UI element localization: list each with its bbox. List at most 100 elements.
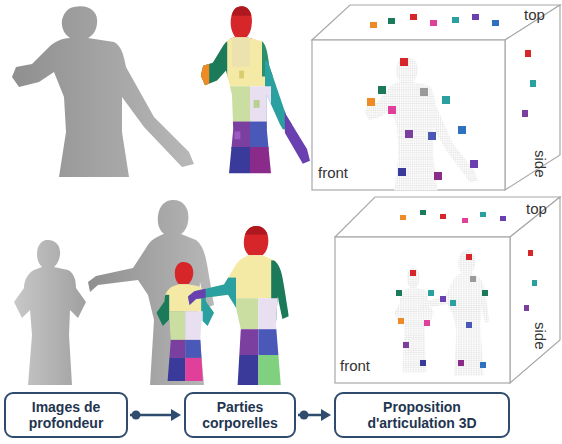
joint-markers-part xyxy=(466,254,472,260)
joint-markers-part xyxy=(440,296,446,302)
joint-box-3d-part xyxy=(394,268,434,372)
body-parts-figure xyxy=(188,224,292,389)
joint-markers-part xyxy=(398,318,404,324)
body-parts-figure-part-part xyxy=(226,147,250,176)
body-parts-figure-part-part xyxy=(188,278,236,312)
body-parts-figure-part-part xyxy=(188,224,292,255)
joint-markers-part xyxy=(466,322,472,328)
joint-markers-part xyxy=(378,86,386,94)
body-parts-figure-part-part xyxy=(229,86,250,125)
body-parts-figure-part-part xyxy=(250,122,274,149)
box-text-group: Proposition d'articulation 3D xyxy=(342,399,502,431)
view-label: top xyxy=(526,201,547,216)
joint-box-3d xyxy=(312,5,560,191)
body-parts-figure-part xyxy=(188,224,292,389)
joint-markers xyxy=(367,14,536,180)
joint-box-3d-part xyxy=(420,250,489,376)
view-label: side xyxy=(533,322,548,350)
body-parts-figure-part-part xyxy=(196,2,316,39)
body-parts-figure-part-part xyxy=(188,286,206,312)
joint-markers-part xyxy=(482,290,488,296)
process-box: Proposition d'articulation 3D xyxy=(334,392,510,438)
joint-markers-part xyxy=(420,88,428,96)
box-label: Images de profondeur xyxy=(12,399,120,431)
body-parts-figure-part-part xyxy=(185,358,204,383)
joint-markers-part xyxy=(367,98,375,106)
body-parts-figure-part-part xyxy=(201,295,220,328)
body-parts-figure-part-part xyxy=(239,71,244,79)
body-parts-figure-part xyxy=(196,2,321,178)
view-label: front xyxy=(318,165,348,180)
body-parts-figure-part-part xyxy=(150,295,169,328)
joint-markers-part xyxy=(528,250,533,256)
joint-box-3d-part xyxy=(505,5,560,190)
body-parts-figure-part-part xyxy=(236,298,258,329)
depth-figure-part xyxy=(12,6,194,177)
body-parts-figure-part-part xyxy=(150,260,222,284)
joint-box-3d-part-part xyxy=(420,250,489,376)
box-label: Parties corporelles xyxy=(192,399,288,431)
body-parts-figure-part-part xyxy=(196,61,209,100)
joint-markers-part xyxy=(470,160,478,168)
view-label: side xyxy=(533,150,548,178)
joint-markers-part xyxy=(428,132,436,140)
joint-markers-part xyxy=(420,360,426,366)
joint-markers-part xyxy=(452,17,459,23)
body-parts-figure-part-part xyxy=(185,340,204,358)
joint-markers-part xyxy=(428,290,434,296)
joint-markers-part xyxy=(403,342,409,348)
joint-markers-part xyxy=(522,110,528,117)
body-parts-figure-part-part xyxy=(250,86,271,125)
joint-box-3d-part-part xyxy=(394,268,434,372)
joint-markers-part xyxy=(472,14,479,20)
body-parts-figure xyxy=(150,260,222,382)
joint-markers-part xyxy=(450,300,456,306)
joint-markers-part xyxy=(405,130,413,138)
joint-markers-part xyxy=(400,58,408,66)
box-label: Proposition d'articulation 3D xyxy=(342,399,502,431)
joint-markers-part xyxy=(430,20,437,26)
body-parts-figure-part-part xyxy=(244,224,272,234)
box-text-group: Parties corporelles xyxy=(192,399,288,431)
joint-markers-part xyxy=(492,20,499,26)
body-parts-figure xyxy=(196,2,321,178)
joint-markers-part xyxy=(458,360,464,366)
body-parts-figure-part-part xyxy=(169,311,185,340)
body-parts-figure-part-part xyxy=(166,358,185,383)
joint-box-3d-part xyxy=(510,197,560,383)
joint-markers-part xyxy=(532,280,537,286)
joint-markers-part xyxy=(470,276,476,282)
body-parts-figure-part-part xyxy=(258,298,278,329)
joint-markers-part xyxy=(396,290,402,296)
body-parts-figure-part xyxy=(150,260,222,382)
body-parts-figure-part-part xyxy=(234,131,240,139)
flow-arrow xyxy=(130,409,181,421)
joint-markers-part xyxy=(400,215,406,220)
joint-box-3d xyxy=(335,197,560,383)
body-parts-figure-part-part xyxy=(226,122,250,149)
joint-markers-part xyxy=(524,305,529,311)
joint-box-3d-part-part xyxy=(365,57,478,190)
depth-figure xyxy=(14,240,86,385)
joint-markers-part xyxy=(462,218,468,223)
body-parts-figure-part-part xyxy=(185,311,203,340)
body-parts-figure-part-part xyxy=(250,147,274,176)
joint-markers-part xyxy=(480,212,486,217)
joint-markers-part xyxy=(480,362,486,368)
joint-markers-part xyxy=(525,50,531,57)
joint-markers-part xyxy=(370,22,377,28)
joint-markers-part xyxy=(398,168,406,176)
joint-markers-part xyxy=(440,214,446,219)
joint-markers-part xyxy=(424,320,430,326)
depth-figure xyxy=(12,6,194,177)
depth-figure xyxy=(88,200,214,385)
view-label: front xyxy=(340,358,370,373)
arrow-tail-dot xyxy=(132,411,141,420)
arrow-head xyxy=(171,409,181,421)
joint-box-3d-part xyxy=(365,57,478,190)
joint-markers xyxy=(396,210,537,368)
body-parts-figure-part-part xyxy=(196,41,227,100)
